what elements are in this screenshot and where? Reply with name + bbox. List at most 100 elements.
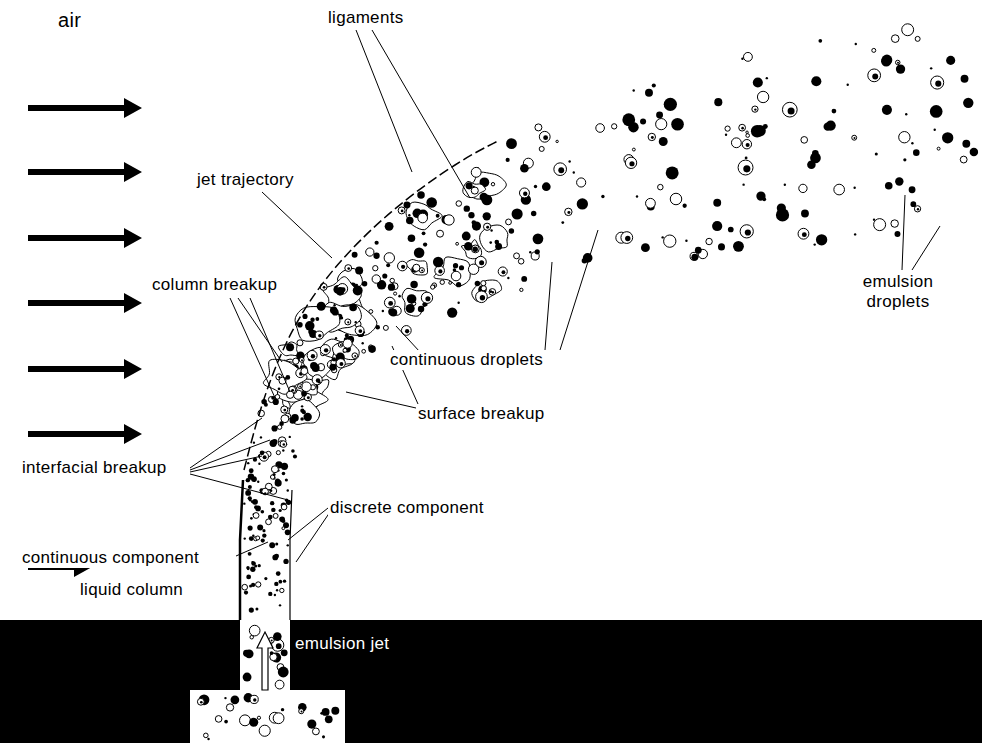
open-droplet xyxy=(449,281,452,284)
discrete-droplet xyxy=(405,329,409,333)
filled-droplet xyxy=(885,182,893,190)
open-droplet xyxy=(596,124,605,133)
filled-droplet xyxy=(258,564,261,567)
emulsion-droplet xyxy=(914,206,920,212)
open-droplet xyxy=(366,248,374,256)
open-droplet xyxy=(280,588,284,592)
filled-droplet xyxy=(302,410,306,414)
discrete-droplet xyxy=(872,73,878,79)
filled-droplet xyxy=(279,509,282,512)
open-droplet xyxy=(266,519,272,525)
discrete-droplet xyxy=(746,143,750,147)
open-droplet xyxy=(801,137,808,144)
open-droplet xyxy=(451,271,461,281)
open-droplet xyxy=(240,715,251,726)
emulsion-droplet xyxy=(435,266,445,276)
emulsion-droplet xyxy=(742,139,751,148)
tiny-droplet xyxy=(568,160,570,162)
open-droplet xyxy=(204,733,209,738)
tiny-droplet xyxy=(633,89,635,91)
air-arrow xyxy=(28,228,142,248)
open-droplet xyxy=(725,126,730,131)
open-droplet xyxy=(343,339,352,348)
discrete-droplet xyxy=(854,137,856,139)
filled-droplet xyxy=(459,265,464,270)
filled-droplet xyxy=(250,567,255,572)
filled-droplet xyxy=(247,567,250,570)
filled-droplet xyxy=(895,177,903,185)
filled-droplet xyxy=(472,222,481,231)
air-arrow xyxy=(28,162,142,182)
open-droplet xyxy=(743,52,752,61)
emulsion-droplet xyxy=(554,163,567,176)
emulsion-droplet xyxy=(621,232,633,244)
leader-lines xyxy=(190,30,940,562)
discrete-droplet xyxy=(741,127,744,130)
open-droplet xyxy=(256,536,260,540)
open-droplet xyxy=(456,242,459,245)
emulsion-droplet xyxy=(345,265,352,272)
discrete-droplet xyxy=(316,378,320,382)
open-droplet xyxy=(514,253,520,259)
filled-droplet xyxy=(462,232,471,241)
filled-droplet xyxy=(355,267,363,275)
open-droplet xyxy=(539,146,544,151)
leader-line xyxy=(545,262,552,350)
filled-droplet xyxy=(255,608,258,611)
tiny-droplet xyxy=(355,321,357,323)
filled-droplet xyxy=(962,140,970,148)
node-label: emulsion jet xyxy=(295,634,389,654)
filled-droplet xyxy=(577,198,588,209)
filled-droplet xyxy=(714,98,722,106)
discrete-droplet xyxy=(438,269,442,273)
discrete-droplet xyxy=(917,208,919,210)
open-droplet xyxy=(577,178,586,187)
filled-droplet xyxy=(909,186,916,193)
discrete-droplet xyxy=(743,165,750,172)
filled-droplet xyxy=(728,227,734,233)
emulsion-droplet xyxy=(320,345,330,355)
filled-droplet xyxy=(283,559,288,564)
filled-droplet xyxy=(322,735,325,738)
filled-droplet xyxy=(464,242,472,250)
filled-droplet xyxy=(388,284,395,291)
filled-droplet xyxy=(278,580,282,584)
filled-droplet xyxy=(278,667,289,678)
filled-droplet xyxy=(273,632,282,641)
filled-droplet xyxy=(423,242,427,246)
tiny-droplet xyxy=(855,43,857,45)
filled-droplet xyxy=(561,221,564,224)
filled-droplet xyxy=(601,195,604,198)
open-droplet xyxy=(872,48,876,52)
tiny-droplet xyxy=(207,738,209,740)
ligament-blob xyxy=(278,342,298,356)
filled-droplet xyxy=(285,478,288,481)
tiny-droplet xyxy=(573,171,575,173)
open-droplet xyxy=(301,368,308,375)
open-droplet xyxy=(444,215,454,225)
filled-droplet xyxy=(262,529,265,532)
open-droplet xyxy=(362,349,366,353)
filled-droplet xyxy=(249,468,254,473)
emulsion-droplet xyxy=(782,102,797,117)
filled-droplet xyxy=(285,529,291,535)
tiny-droplet xyxy=(251,561,253,563)
open-droplet xyxy=(670,193,681,204)
discrete-droplet xyxy=(263,455,267,459)
air-arrows xyxy=(28,98,142,577)
filled-droplet xyxy=(268,515,273,520)
tiny-droplet xyxy=(224,697,226,699)
filled-droplet xyxy=(329,364,336,371)
filled-droplet xyxy=(408,235,416,243)
filled-droplet xyxy=(506,158,510,162)
discrete-droplet xyxy=(299,385,301,387)
filled-droplet xyxy=(963,98,973,108)
discrete-droplet xyxy=(651,136,654,139)
filled-droplet xyxy=(683,204,687,208)
filled-droplet xyxy=(712,221,722,231)
open-droplet xyxy=(394,292,397,295)
filled-droplet xyxy=(489,290,492,293)
emulsion-droplet xyxy=(489,289,496,296)
filled-droplet xyxy=(317,302,326,311)
open-droplet xyxy=(249,625,260,636)
